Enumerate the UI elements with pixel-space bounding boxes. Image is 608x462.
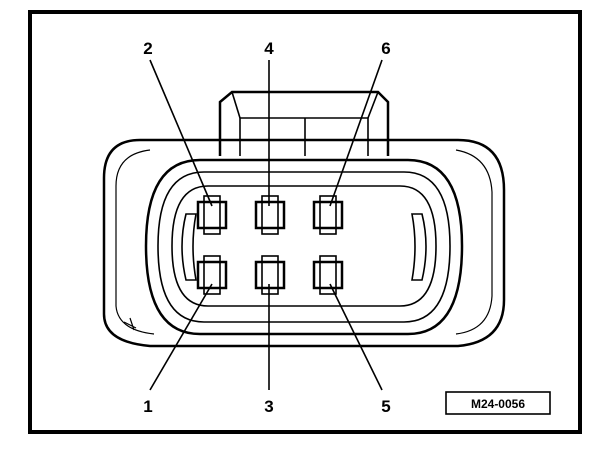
terminal-2 [196,195,228,235]
connector-face-outer [144,158,464,336]
connector-latch-inner [239,117,369,156]
leader-1 [149,283,213,391]
connector-face-middle [157,171,451,323]
connector-key-left [181,213,197,281]
terminal-1 [196,255,228,295]
leader-6 [329,59,383,207]
pin-label-4: 4 [264,39,274,58]
latch-lip-right [367,91,379,119]
pin-terminals [196,195,344,295]
terminal-3 [254,255,286,295]
pin-label-2: 2 [143,39,152,58]
diagram-frame [28,10,582,434]
terminal-4 [254,195,286,235]
reference-code: M24-0056 [471,397,525,411]
connector-shell-inner-edge-right [455,149,493,335]
connector-shell-outer [102,138,506,348]
terminal-5 [312,255,344,295]
pin-label-1: 1 [143,397,152,416]
connector-key-right [411,213,427,281]
latch-lip [231,91,241,119]
leader-lines [149,59,383,391]
pin-label-3: 3 [264,397,273,416]
connector-shell-inner-edge [115,149,155,335]
terminal-6 [312,195,344,235]
housing-mark [123,317,137,331]
leader-2 [149,59,213,207]
connector-face-inner [171,185,437,307]
leader-5 [329,283,383,391]
connector-housing [102,90,506,348]
pin-label-6: 6 [381,39,390,58]
pin-label-5: 5 [381,397,390,416]
reference-code-box: M24-0056 [445,391,551,415]
connector-latch [218,90,390,156]
